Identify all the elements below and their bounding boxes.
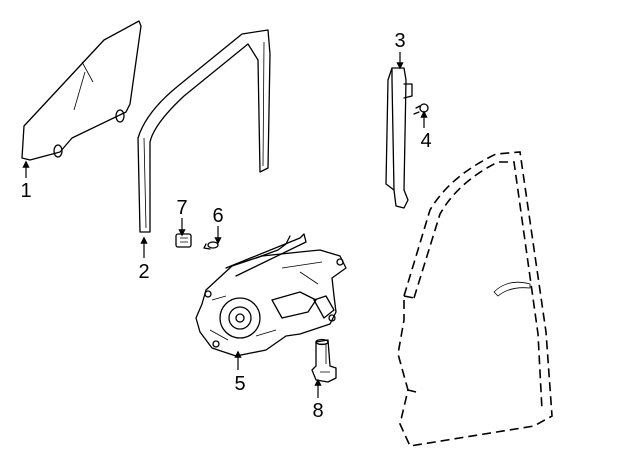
door-glass (21, 20, 142, 161)
leaders (22, 52, 428, 398)
callout-3: 3 (394, 30, 405, 52)
callout-2: 2 (138, 261, 149, 283)
callout-1: 1 (20, 180, 31, 202)
glass-run-channel (137, 29, 271, 233)
callout-5: 5 (234, 373, 245, 395)
bolt (203, 241, 219, 250)
door-outline (397, 151, 553, 447)
window-regulator (195, 233, 347, 357)
callout-4: 4 (420, 130, 431, 152)
rear-channel-guide (385, 67, 413, 209)
bolt (413, 103, 429, 115)
callout-6: 6 (212, 205, 223, 227)
callout-7: 7 (176, 197, 187, 219)
window-motor (311, 338, 337, 383)
callout-8: 8 (312, 400, 323, 422)
clip (175, 233, 192, 248)
